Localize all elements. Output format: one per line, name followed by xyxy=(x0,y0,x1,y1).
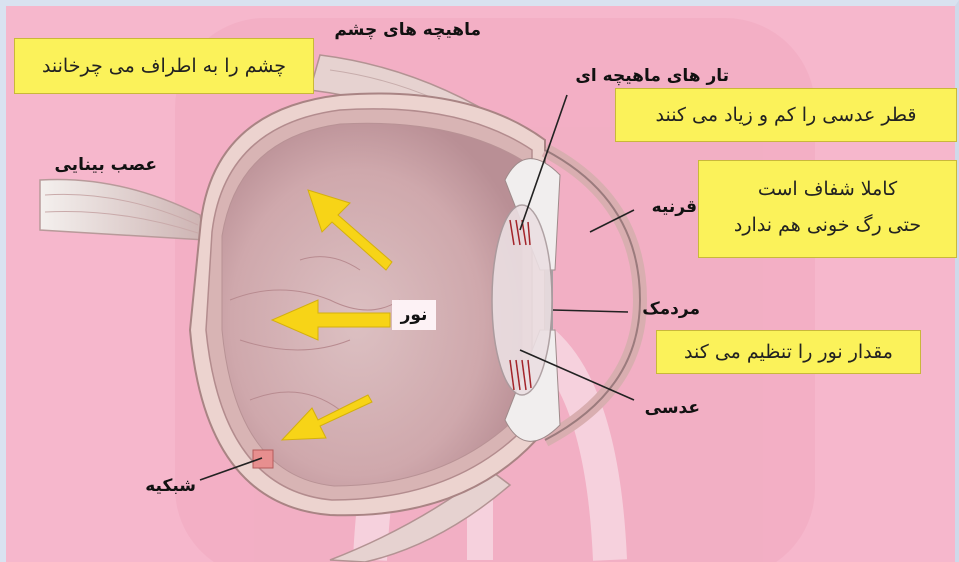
lens xyxy=(492,205,552,395)
label-optic-nerve: عصب بینایی xyxy=(54,155,157,175)
label-lens: عدسی xyxy=(645,398,700,418)
label-muscle-fibers: تار های ماهیچه ای xyxy=(575,66,729,86)
label-eye-muscles: ماهیچه های چشم xyxy=(334,20,481,40)
label-light: نور xyxy=(392,300,436,330)
note-lens-diameter: قطر عدسی را کم و زیاد می کنند xyxy=(615,88,957,142)
note-pupil-light: مقدار نور را تنظیم می کند xyxy=(656,330,921,374)
label-retina: شبکیه xyxy=(145,476,196,496)
note-cornea-line1: کاملا شفاف است xyxy=(699,171,956,207)
label-pupil: مردمک xyxy=(642,299,700,319)
note-cornea: کاملا شفاف است حتی رگ خونی هم ندارد xyxy=(698,160,957,258)
note-muscles-rotate: چشم را به اطراف می چرخانند xyxy=(14,38,314,94)
retina-patch xyxy=(253,450,273,468)
note-cornea-line2: حتی رگ خونی هم ندارد xyxy=(699,207,956,243)
label-cornea: قرنیه xyxy=(652,197,697,217)
